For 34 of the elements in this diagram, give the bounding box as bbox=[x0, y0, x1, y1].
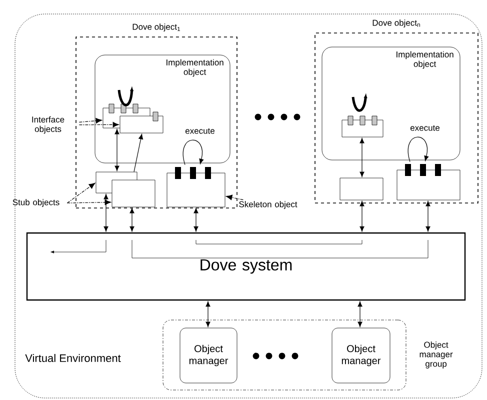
arrow bbox=[360, 201, 364, 232]
stub-box bbox=[112, 180, 156, 208]
arrow bbox=[66, 200, 111, 206]
callout-text: Interface objects bbox=[32, 116, 64, 134]
node-label: Dove object$_{1}$ bbox=[132, 24, 180, 32]
callout-text: Stub objects bbox=[12, 199, 60, 207]
system-box: Dove system bbox=[26, 232, 466, 301]
node-label: Object manager group bbox=[420, 342, 453, 368]
arrow bbox=[426, 201, 430, 232]
interface-box bbox=[342, 116, 384, 138]
manager-box: Object manager bbox=[332, 328, 390, 384]
interface-box bbox=[120, 112, 164, 134]
node-label: Dove object$_{n}$ bbox=[372, 20, 420, 28]
arrow bbox=[130, 208, 134, 232]
manager-box: Object manager bbox=[180, 328, 238, 384]
callout-text: Skeleton object bbox=[239, 201, 298, 209]
skeleton-box bbox=[396, 164, 460, 200]
arrow bbox=[182, 140, 204, 166]
stub-box bbox=[340, 178, 384, 200]
arrow bbox=[206, 301, 210, 327]
leader-line bbox=[78, 118, 102, 124]
arrow bbox=[114, 129, 120, 171]
arrow bbox=[408, 136, 429, 162]
arrow bbox=[66, 182, 96, 204]
edge-label: execute bbox=[184, 127, 216, 135]
arrow bbox=[194, 208, 198, 232]
arrow bbox=[134, 134, 144, 172]
edge-label: execute bbox=[409, 124, 441, 132]
arrow bbox=[358, 301, 362, 327]
leader-line bbox=[78, 122, 119, 128]
arrow bbox=[104, 194, 108, 232]
skeleton-box bbox=[166, 167, 226, 208]
leader-line bbox=[226, 194, 244, 200]
arrow bbox=[360, 138, 364, 177]
